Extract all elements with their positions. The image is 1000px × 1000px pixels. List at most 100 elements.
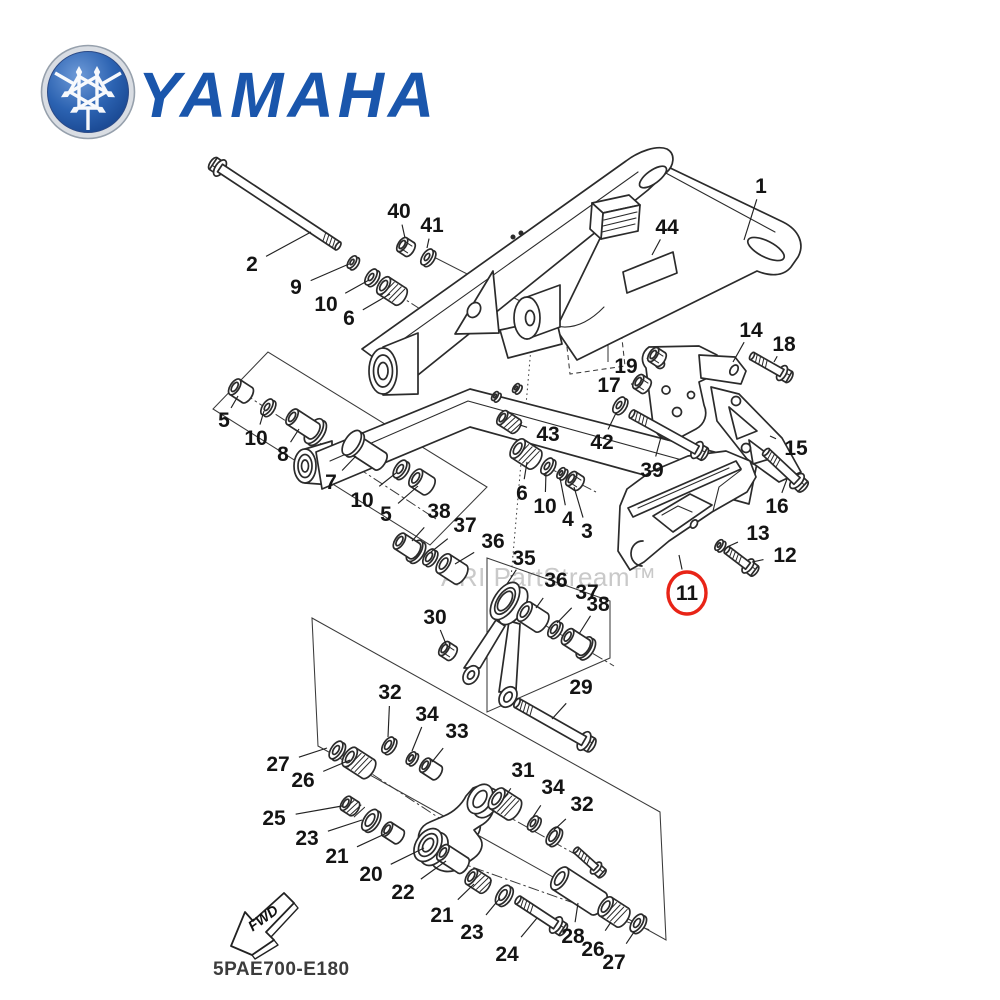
callout-number-23[interactable]: 23: [460, 921, 483, 944]
callout-12[interactable]: 12: [751, 544, 797, 567]
callout-number-13[interactable]: 13: [746, 522, 769, 545]
callout-number-23[interactable]: 23: [295, 827, 318, 850]
callout-number-9[interactable]: 9: [290, 276, 302, 299]
callout-23[interactable]: 23: [460, 897, 501, 944]
callout-number-24[interactable]: 24: [495, 943, 519, 966]
callout-number-19[interactable]: 19: [614, 355, 637, 378]
callout-34[interactable]: 34: [532, 776, 565, 818]
callout-25[interactable]: 25: [262, 805, 343, 830]
callout-42[interactable]: 42: [590, 412, 617, 454]
callout-40[interactable]: 40: [387, 200, 411, 239]
callout-1[interactable]: 1: [743, 175, 767, 241]
callout-36[interactable]: 36: [454, 530, 505, 565]
callout-number-2[interactable]: 2: [246, 253, 258, 276]
callout-2[interactable]: 2: [246, 231, 312, 276]
callout-8[interactable]: 8: [277, 428, 300, 466]
callout-number-5[interactable]: 5: [380, 503, 392, 526]
callout-10[interactable]: 10: [244, 410, 268, 450]
callout-number-4[interactable]: 4: [562, 508, 574, 531]
callout-number-42[interactable]: 42: [590, 431, 613, 454]
callout-33[interactable]: 33: [431, 720, 469, 763]
callout-13[interactable]: 13: [726, 522, 770, 548]
callout-number-37[interactable]: 37: [575, 581, 598, 604]
callout-number-25[interactable]: 25: [262, 807, 286, 830]
callout-number-8[interactable]: 8: [277, 443, 289, 466]
callout-17[interactable]: 17: [597, 374, 633, 397]
callout-18[interactable]: 18: [772, 333, 796, 363]
callout-9[interactable]: 9: [290, 263, 350, 299]
callout-5[interactable]: 5: [380, 485, 419, 526]
callout-14[interactable]: 14: [732, 319, 763, 363]
callout-number-10[interactable]: 10: [533, 495, 556, 518]
callout-number-16[interactable]: 16: [765, 495, 788, 518]
callout-36[interactable]: 36: [535, 569, 568, 609]
callout-6[interactable]: 6: [516, 461, 528, 505]
callout-number-10[interactable]: 10: [350, 489, 373, 512]
callout-41[interactable]: 41: [420, 214, 444, 249]
callout-number-3[interactable]: 3: [581, 520, 593, 543]
callout-44[interactable]: 44: [651, 216, 679, 256]
callout-number-33[interactable]: 33: [445, 720, 468, 743]
callout-number-7[interactable]: 7: [325, 471, 337, 494]
callout-number-21[interactable]: 21: [430, 904, 454, 927]
callout-number-27[interactable]: 27: [266, 753, 289, 776]
callout-24[interactable]: 24: [495, 917, 538, 966]
callout-number-37[interactable]: 37: [453, 514, 476, 537]
callout-number-15[interactable]: 15: [784, 437, 808, 460]
callout-number-14[interactable]: 14: [739, 319, 763, 342]
callout-number-11[interactable]: 11: [676, 582, 699, 605]
callout-number-34[interactable]: 34: [541, 776, 565, 799]
callout-21[interactable]: 21: [325, 832, 388, 868]
callout-27[interactable]: 27: [266, 747, 328, 776]
callout-3[interactable]: 3: [573, 486, 593, 543]
callout-29[interactable]: 29: [551, 676, 593, 720]
callout-number-20[interactable]: 20: [359, 863, 382, 886]
callout-32[interactable]: 32: [378, 681, 402, 738]
callout-number-29[interactable]: 29: [569, 676, 592, 699]
callout-6[interactable]: 6: [343, 293, 391, 330]
callout-number-6[interactable]: 6: [516, 482, 528, 505]
callout-16[interactable]: 16: [765, 478, 789, 518]
callout-number-31[interactable]: 31: [511, 759, 535, 782]
callout-number-27[interactable]: 27: [602, 951, 625, 974]
callout-number-5[interactable]: 5: [218, 409, 230, 432]
callout-number-35[interactable]: 35: [512, 547, 536, 570]
callout-number-26[interactable]: 26: [291, 769, 314, 792]
callout-number-36[interactable]: 36: [481, 530, 504, 553]
callout-number-43[interactable]: 43: [536, 423, 559, 446]
callout-number-38[interactable]: 38: [586, 593, 610, 616]
callout-number-26[interactable]: 26: [581, 938, 604, 961]
callout-number-36[interactable]: 36: [544, 569, 567, 592]
callout-number-30[interactable]: 30: [423, 606, 446, 629]
callout-43[interactable]: 43: [519, 423, 560, 446]
callout-31[interactable]: 31: [504, 759, 535, 798]
callout-23[interactable]: 23: [295, 819, 363, 850]
callout-10[interactable]: 10: [314, 279, 370, 316]
callout-10[interactable]: 10: [533, 471, 557, 518]
callout-11[interactable]: 11: [666, 554, 708, 616]
callout-number-34[interactable]: 34: [415, 703, 439, 726]
callout-number-22[interactable]: 22: [391, 881, 414, 904]
callout-number-10[interactable]: 10: [244, 427, 267, 450]
callout-number-44[interactable]: 44: [655, 216, 679, 239]
callout-26[interactable]: 26: [581, 921, 612, 961]
callout-20[interactable]: 20: [359, 847, 425, 886]
callout-30[interactable]: 30: [423, 606, 447, 645]
callout-38[interactable]: 38: [578, 593, 610, 635]
callout-10[interactable]: 10: [350, 472, 397, 512]
callout-number-40[interactable]: 40: [387, 200, 410, 223]
callout-number-28[interactable]: 28: [561, 925, 585, 948]
callout-number-12[interactable]: 12: [773, 544, 796, 567]
callout-number-17[interactable]: 17: [597, 374, 620, 397]
callout-21[interactable]: 21: [430, 883, 475, 927]
callout-15[interactable]: 15: [769, 435, 808, 460]
callout-27[interactable]: 27: [602, 931, 635, 974]
callout-35[interactable]: 35: [506, 547, 536, 585]
callout-number-38[interactable]: 38: [427, 500, 451, 523]
callout-32[interactable]: 32: [553, 793, 594, 831]
callout-37[interactable]: 37: [556, 581, 599, 624]
callout-37[interactable]: 37: [430, 514, 477, 553]
callout-19[interactable]: 19: [614, 355, 649, 378]
callout-39[interactable]: 39: [640, 436, 664, 482]
callout-number-18[interactable]: 18: [772, 333, 796, 356]
